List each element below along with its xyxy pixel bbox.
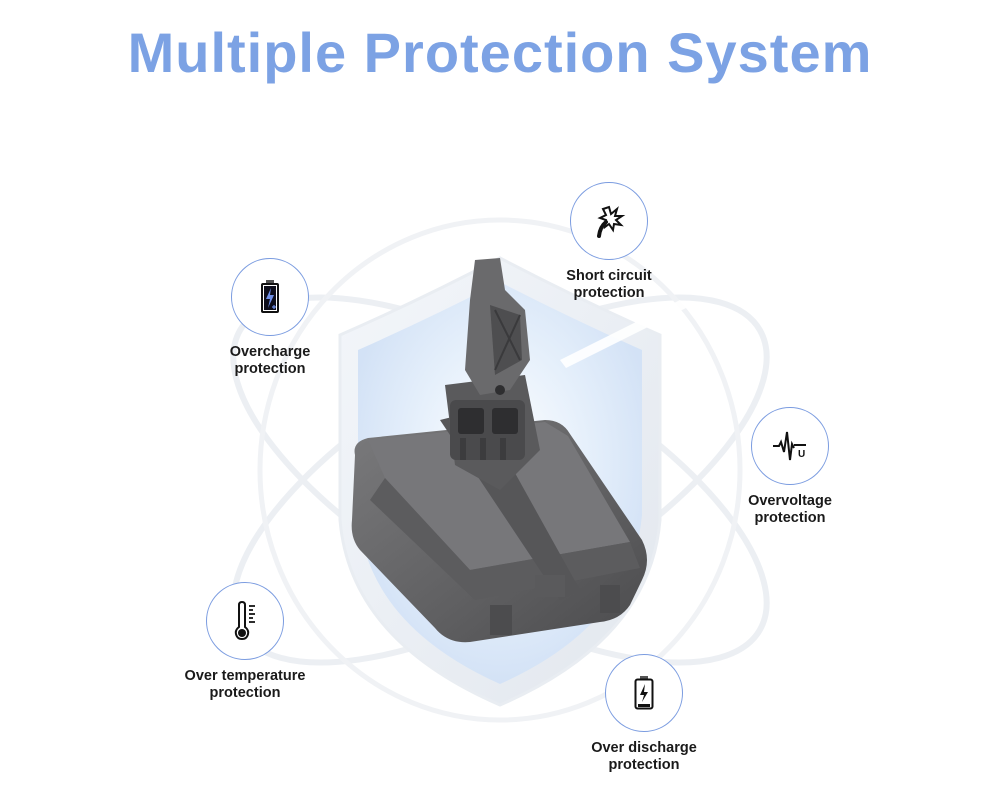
page-title: Multiple Protection System <box>127 21 873 84</box>
feature-overcharge: Overcharge protection <box>180 258 360 377</box>
feature-icon-circle <box>231 258 309 336</box>
feature-overvoltage: U Overvoltage protection <box>700 407 880 526</box>
feature-icon-circle <box>206 582 284 660</box>
feature-label-line2: protection <box>608 756 680 773</box>
feature-label: Overvoltage protection <box>700 493 880 526</box>
voltage-wave-icon: U <box>773 431 806 461</box>
feature-short-circuit: Short circuit protection <box>519 182 699 301</box>
feature-label-line2: protection <box>754 509 826 526</box>
spark-icon <box>597 205 626 238</box>
feature-label-line1: Short circuit <box>566 268 652 284</box>
feature-label-line2: protection <box>234 360 306 377</box>
feature-label-line2: protection <box>209 684 281 701</box>
feature-label: Over temperature protection <box>155 668 335 701</box>
feature-label-line2: protection <box>573 284 645 301</box>
feature-over-temperature: Over temperature protection <box>155 582 335 701</box>
feature-over-discharge: Over discharge protection <box>554 654 734 773</box>
feature-label-line1: Overvoltage <box>748 493 832 509</box>
svg-text:U: U <box>798 449 805 460</box>
feature-icon-circle <box>570 182 648 260</box>
battery-pack-image <box>351 258 647 643</box>
feature-icon-circle: U <box>751 407 829 485</box>
feature-icon-circle <box>605 654 683 732</box>
feature-label: Overcharge protection <box>180 344 360 377</box>
feature-label-line1: Over temperature <box>184 668 306 684</box>
feature-label-line1: Overcharge <box>229 344 311 360</box>
feature-label: Over discharge protection <box>554 740 734 773</box>
battery-low-icon <box>634 676 654 710</box>
thermometer-icon <box>234 601 255 641</box>
feature-label-line1: Over discharge <box>591 740 697 756</box>
feature-label: Short circuit protection <box>519 268 699 301</box>
battery-charging-icon <box>261 280 279 313</box>
